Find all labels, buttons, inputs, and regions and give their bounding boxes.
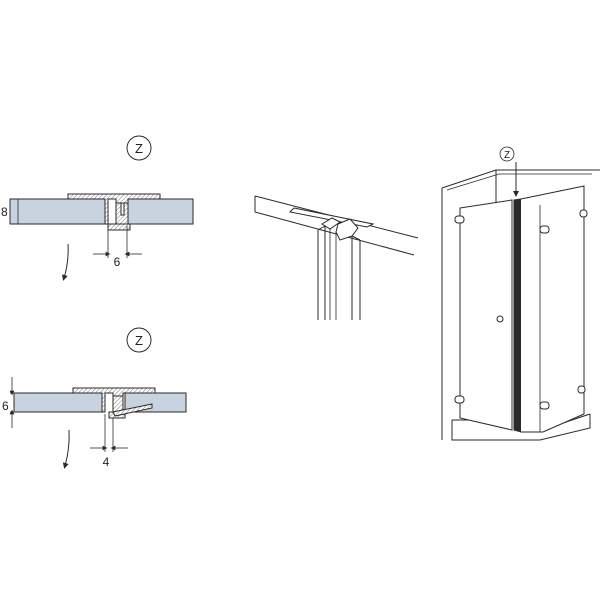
perspective-joint-detail	[254, 195, 419, 320]
glass-edge-right	[351, 235, 361, 320]
glass-panel-right	[126, 198, 194, 225]
view-label: Z	[504, 150, 510, 161]
gap-label: 4	[103, 455, 110, 469]
detail-bottom: Z 6 4	[2, 327, 187, 469]
rail	[254, 195, 419, 256]
wall-outline	[441, 169, 600, 440]
glass-edge-left	[317, 225, 326, 320]
thickness-label: 8	[1, 205, 8, 219]
door-panel	[459, 199, 513, 431]
swing-arrow-top	[62, 243, 69, 281]
view-label: Z	[135, 141, 143, 156]
gap-dimension-bottom: 4	[90, 414, 128, 469]
door-knob	[496, 315, 504, 323]
view-z-marker-top: Z	[126, 135, 152, 161]
hinge	[454, 209, 588, 410]
thickness-dimension-bottom: 6	[2, 377, 26, 428]
thickness-label: 6	[2, 399, 9, 413]
detail-top: Z 8 6	[1, 135, 194, 281]
glass-panel-left	[9, 198, 109, 225]
swing-arrow-bottom	[62, 429, 70, 469]
gap-label: 6	[114, 255, 121, 269]
profile-bottom	[72, 387, 156, 419]
side-panel	[520, 185, 585, 433]
glass-panel-left	[13, 392, 106, 413]
gap-dimension-top: 6	[93, 226, 142, 269]
view-z-marker-bottom: Z	[126, 327, 152, 353]
view-z-marker-enclosure: Z	[499, 146, 515, 162]
joint-profile	[513, 198, 522, 433]
thickness-dimension-top: 8	[1, 198, 30, 225]
view-label: Z	[135, 333, 143, 348]
shower-enclosure	[441, 162, 600, 441]
